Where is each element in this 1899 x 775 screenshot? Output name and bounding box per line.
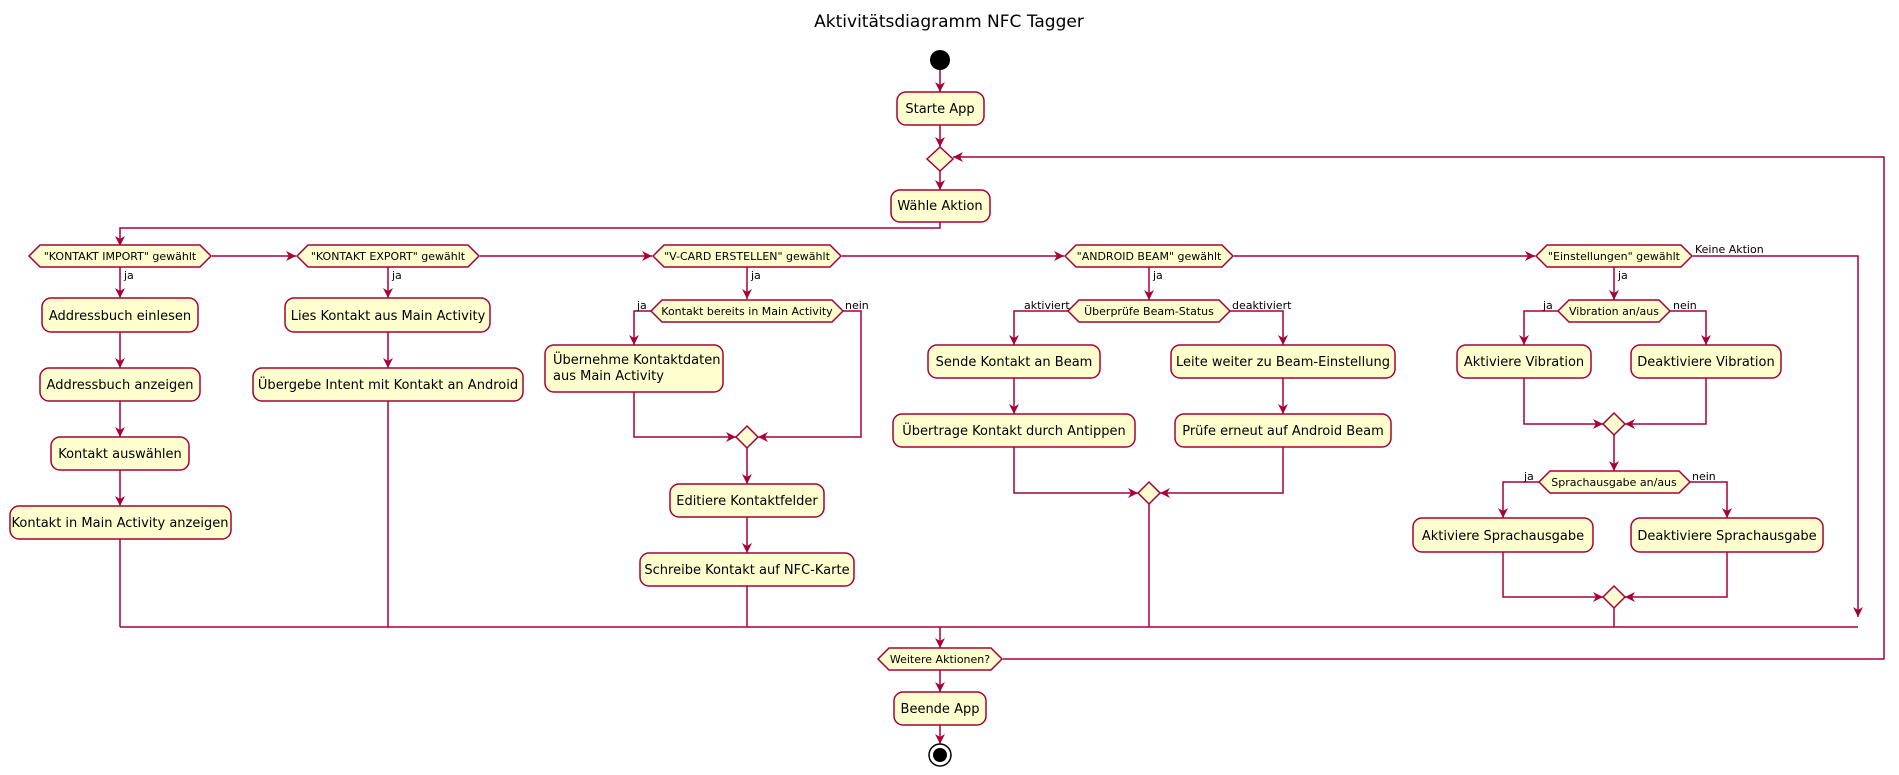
decision-label: "KONTAKT EXPORT" gewählt bbox=[311, 250, 466, 263]
action-beende-app: Beende App bbox=[893, 691, 987, 726]
end-node bbox=[928, 743, 952, 767]
action-label: Prüfe erneut auf Android Beam bbox=[1182, 424, 1384, 439]
diagram-title: Aktivitätsdiagramm NFC Tagger bbox=[814, 12, 1084, 32]
branch-label-ja: ja bbox=[1617, 269, 1628, 282]
branch-label-deaktiviert: deaktiviert bbox=[1232, 299, 1292, 312]
branch-label-nein: nein bbox=[1673, 299, 1697, 312]
decision-label: Weitere Aktionen? bbox=[890, 653, 990, 666]
decision-label: Vibration an/aus bbox=[1569, 305, 1659, 318]
branch-label-ja: ja bbox=[636, 299, 647, 312]
action-uebernehme-kontaktdaten: Übernehme Kontaktdaten aus Main Activity bbox=[544, 344, 724, 393]
branch-label-ja: ja bbox=[1152, 269, 1163, 282]
action-deaktiviere-sprachausgabe: Deaktiviere Sprachausgabe bbox=[1630, 517, 1824, 553]
action-label: Kontakt in Main Activity anzeigen bbox=[12, 516, 229, 531]
action-label: Übernehme Kontaktdaten bbox=[553, 351, 720, 368]
merge-diamond-beam bbox=[1136, 480, 1162, 506]
decision-kontakt-import: "KONTAKT IMPORT" gewählt bbox=[27, 244, 213, 268]
action-label: Schreibe Kontakt auf NFC-Karte bbox=[644, 563, 849, 578]
decision-label: "V-CARD ERSTELLEN" gewählt bbox=[664, 250, 830, 263]
action-label: Kontakt auswählen bbox=[58, 447, 182, 462]
edge-sprache-nein bbox=[1690, 481, 1732, 518]
edge-waehle-to-import bbox=[115, 222, 941, 246]
action-editiere-kontaktfelder: Editiere Kontaktfelder bbox=[669, 483, 825, 518]
action-label: Sende Kontakt an Beam bbox=[936, 355, 1093, 370]
branch-label-aktiviert: aktiviert bbox=[1024, 299, 1070, 312]
edge-vib-nein bbox=[1670, 310, 1711, 345]
action-aktiviere-vibration: Aktiviere Vibration bbox=[1456, 344, 1592, 379]
action-starte-app: Starte App bbox=[896, 91, 985, 126]
branch-label-ja: ja bbox=[123, 269, 134, 282]
action-label: Addressbuch anzeigen bbox=[47, 378, 194, 393]
decision-vcard-erstellen: "V-CARD ERSTELLEN" gewählt bbox=[651, 244, 843, 268]
decision-weitere-aktionen: Weitere Aktionen? bbox=[876, 647, 1004, 671]
action-kontakt-auswaehlen: Kontakt auswählen bbox=[50, 436, 190, 471]
branch-label-ja: ja bbox=[750, 269, 761, 282]
action-label: Deaktiviere Vibration bbox=[1637, 355, 1774, 370]
action-pruefe-erneut: Prüfe erneut auf Android Beam bbox=[1174, 413, 1392, 448]
action-label: Übertrage Kontakt durch Antippen bbox=[902, 422, 1125, 439]
action-sende-kontakt-beam: Sende Kontakt an Beam bbox=[927, 344, 1101, 379]
action-uebertrage-kontakt: Übertrage Kontakt durch Antippen bbox=[892, 413, 1136, 448]
action-label: aus Main Activity bbox=[553, 369, 664, 384]
merge-diamond-sprache bbox=[1601, 584, 1627, 610]
action-label: Beende App bbox=[901, 702, 980, 717]
edge-keine-aktion bbox=[1693, 255, 1863, 617]
action-lies-kontakt: Lies Kontakt aus Main Activity bbox=[284, 297, 491, 333]
action-label: Aktiviere Sprachausgabe bbox=[1422, 529, 1584, 544]
action-deaktiviere-vibration: Deaktiviere Vibration bbox=[1630, 344, 1782, 379]
decision-sprachausgabe: Sprachausgabe an/aus bbox=[1537, 470, 1692, 494]
branch-label-nein: nein bbox=[845, 299, 869, 312]
edge-beam-aktiviert bbox=[1009, 310, 1068, 345]
action-addressbuch-einlesen: Addressbuch einlesen bbox=[41, 297, 199, 333]
action-label: Übergebe Intent mit Kontakt an Android bbox=[258, 376, 518, 393]
action-label: Addressbuch einlesen bbox=[49, 309, 191, 324]
edge-loop-back bbox=[953, 152, 1885, 660]
decision-kontakt-export: "KONTAKT EXPORT" gewählt bbox=[295, 244, 481, 268]
loop-start-diamond bbox=[925, 145, 955, 173]
edge-beam-deaktiviert bbox=[1230, 310, 1288, 345]
edge-vcard-check-nein bbox=[758, 310, 862, 442]
action-label: Starte App bbox=[905, 102, 974, 117]
decision-beam-status: Überprüfe Beam-Status bbox=[1066, 299, 1232, 323]
branch-label-ja: ja bbox=[1542, 299, 1553, 312]
decision-label: "ANDROID BEAM" gewählt bbox=[1077, 250, 1222, 263]
branch-label-keine-aktion: Keine Aktion bbox=[1695, 243, 1764, 256]
merge-diamond-vcard bbox=[734, 424, 760, 450]
edge-vib-ja bbox=[1519, 310, 1558, 345]
decision-label: "KONTAKT IMPORT" gewählt bbox=[44, 250, 197, 263]
decision-vibration: Vibration an/aus bbox=[1556, 299, 1672, 323]
decision-label: Sprachausgabe an/aus bbox=[1551, 476, 1677, 489]
action-kontakt-in-main-activity-anzeigen: Kontakt in Main Activity anzeigen bbox=[9, 505, 232, 540]
decision-label: Kontakt bereits in Main Activity bbox=[661, 305, 833, 318]
start-node bbox=[930, 50, 950, 70]
action-uebergebe-intent: Übergebe Intent mit Kontakt an Android bbox=[252, 367, 524, 402]
decision-einstellungen: "Einstellungen" gewählt bbox=[1534, 244, 1694, 268]
branch-label-ja: ja bbox=[391, 269, 402, 282]
edge-sprache-ja bbox=[1498, 481, 1539, 518]
edges bbox=[115, 67, 1885, 744]
action-aktiviere-sprachausgabe: Aktiviere Sprachausgabe bbox=[1412, 517, 1594, 553]
branch-label-nein: nein bbox=[1692, 470, 1716, 483]
action-waehle-aktion: Wähle Aktion bbox=[890, 189, 991, 223]
action-schreibe-kontakt: Schreibe Kontakt auf NFC-Karte bbox=[639, 552, 855, 587]
merge-diamond-vibration bbox=[1601, 411, 1627, 437]
action-label: Wähle Aktion bbox=[897, 199, 982, 214]
action-label: Deaktiviere Sprachausgabe bbox=[1637, 529, 1816, 544]
decision-label: "Einstellungen" gewählt bbox=[1548, 250, 1681, 263]
action-label: Leite weiter zu Beam-Einstellung bbox=[1176, 355, 1390, 370]
branch-label-ja: ja bbox=[1523, 470, 1534, 483]
decision-kontakt-bereits: Kontakt bereits in Main Activity bbox=[649, 299, 845, 323]
edge-vcard-check-ja bbox=[629, 310, 651, 345]
action-leite-weiter: Leite weiter zu Beam-Einstellung bbox=[1170, 344, 1396, 379]
decision-android-beam: "ANDROID BEAM" gewählt bbox=[1063, 244, 1235, 268]
action-label: Lies Kontakt aus Main Activity bbox=[291, 309, 486, 324]
action-label: Editiere Kontaktfelder bbox=[676, 494, 818, 509]
decision-label: Überprüfe Beam-Status bbox=[1084, 305, 1214, 318]
action-label: Aktiviere Vibration bbox=[1464, 355, 1584, 370]
action-addressbuch-anzeigen: Addressbuch anzeigen bbox=[39, 367, 201, 402]
